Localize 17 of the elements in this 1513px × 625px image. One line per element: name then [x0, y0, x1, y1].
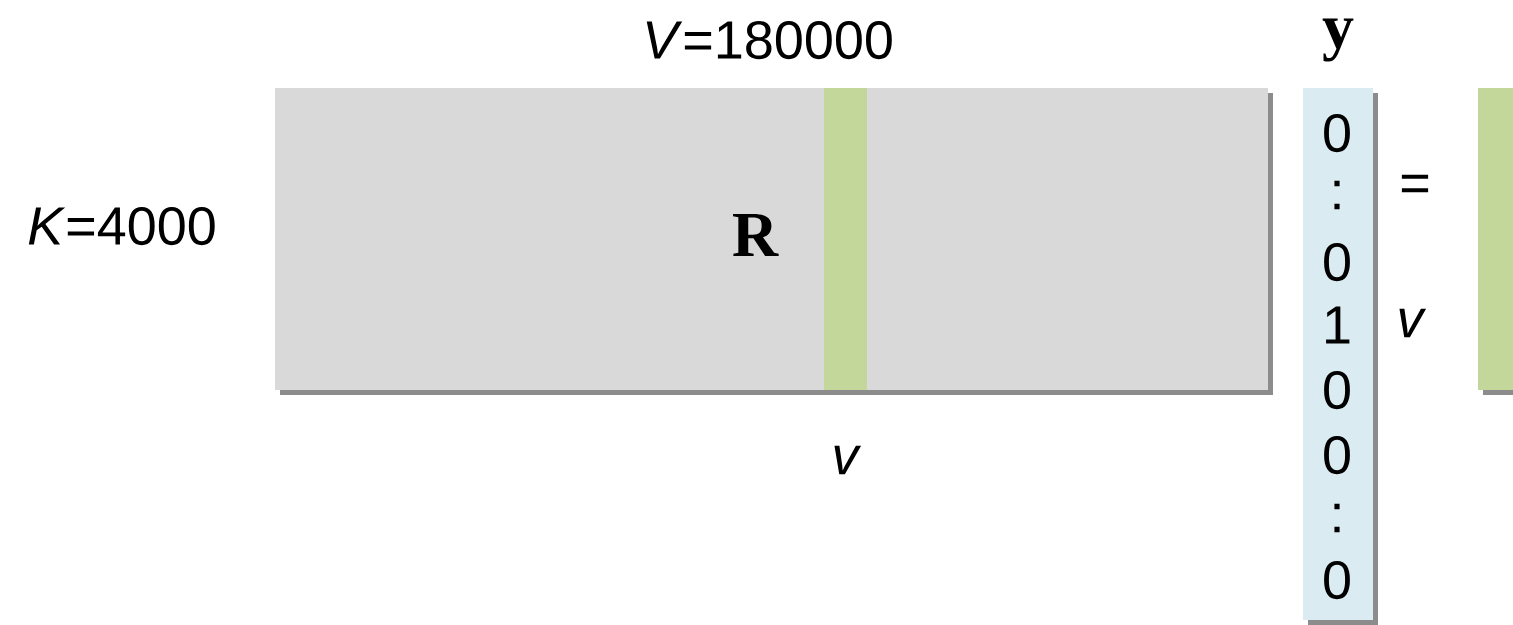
vector-entry: :: [1334, 180, 1340, 210]
dimension-label: K=4000: [28, 206, 215, 246]
vector-box: [1303, 18, 1378, 625]
vector-entry: 1: [1326, 306, 1350, 344]
vector-entry: 0: [1324, 560, 1350, 600]
vector-entry: :: [1334, 503, 1340, 533]
vector-heading: y: [1322, 18, 1354, 62]
vector-entry: 0: [1324, 242, 1350, 282]
dimension-label: v: [1399, 308, 1427, 338]
highlighted-column: [824, 88, 867, 390]
vector-entry: 0: [1324, 370, 1350, 410]
vector-entry: 0: [1324, 435, 1350, 475]
result-column: [1478, 88, 1513, 395]
vector-entry: 0: [1324, 113, 1350, 153]
dimension-label: v: [834, 445, 862, 475]
equals-sign: =: [1401, 174, 1429, 193]
matrix-box: R: [275, 88, 1273, 395]
